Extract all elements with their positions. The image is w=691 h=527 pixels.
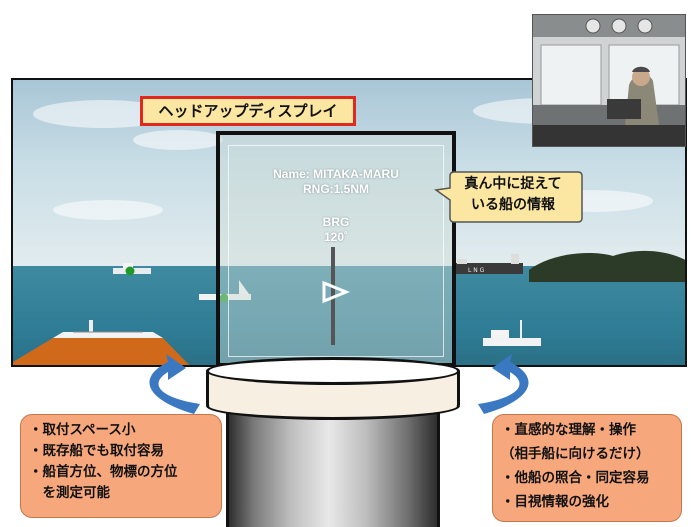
- feature-item: ・取付スペース小: [29, 422, 136, 438]
- feature-item: を測定可能: [29, 485, 110, 501]
- hud-target-range: RNG:1.5NM: [302, 182, 369, 196]
- rotating-ring-top: [206, 357, 460, 385]
- callout-shape: [434, 171, 583, 223]
- heading-marker-icon: [322, 280, 350, 304]
- head-up-display: Name: MITAKA-MARU RNG:1.5NM BRG 120˚: [216, 131, 456, 367]
- island: [529, 250, 685, 282]
- ship-info-callout: 真ん中に捉えて いる船の情報: [434, 170, 583, 223]
- target-marker-green: [125, 266, 135, 276]
- hud-title-label: ヘッドアップディスプレイ: [140, 96, 356, 126]
- own-ship-bow: [13, 320, 190, 365]
- callout-line-1: 真ん中に捉えて: [464, 176, 562, 192]
- hud-bearing-value: 120˚: [323, 230, 349, 244]
- benefit-item: ・他船の照合・同定容易: [501, 470, 650, 486]
- boat-right: [483, 320, 541, 346]
- feature-item: ・既存船でも取付容易: [29, 443, 164, 459]
- tanker-hull-text: L N G: [468, 267, 485, 274]
- installation-features-box: ・取付スペース小 ・既存船でも取付容易 ・船首方位、物標の方位 を測定可能: [20, 414, 222, 518]
- hud-graphics: [322, 247, 350, 345]
- mount-pole: [226, 412, 440, 527]
- feature-item: ・船首方位、物標の方位: [29, 464, 178, 480]
- target-marker-green: [219, 293, 229, 303]
- callout-line-2: いる船の情報: [471, 197, 555, 213]
- rotate-right-arrow-icon: [478, 354, 529, 414]
- operation-benefits-box: ・直感的な理解・操作 （相手船に向けるだけ） ・他船の照合・同定容易 ・目視情報…: [492, 414, 682, 522]
- hud-target-name: Name: MITAKA-MARU: [273, 167, 399, 181]
- lng-tanker: L N G: [453, 254, 523, 274]
- bridge-photo: [533, 15, 685, 146]
- benefit-item: （相手船に向けるだけ）: [501, 446, 650, 462]
- bridge-photo-inset: [532, 14, 686, 147]
- benefit-item: ・目視情報の強化: [501, 494, 609, 510]
- rotate-left-arrow-icon: [149, 354, 200, 414]
- scene-graphics: L N G: [13, 250, 685, 365]
- rotation-arrows: [149, 354, 529, 414]
- hud-bearing-label: BRG: [322, 215, 350, 229]
- callout-text: 真ん中に捉えて いる船の情報: [446, 170, 580, 222]
- benefit-item: ・直感的な理解・操作: [501, 422, 636, 438]
